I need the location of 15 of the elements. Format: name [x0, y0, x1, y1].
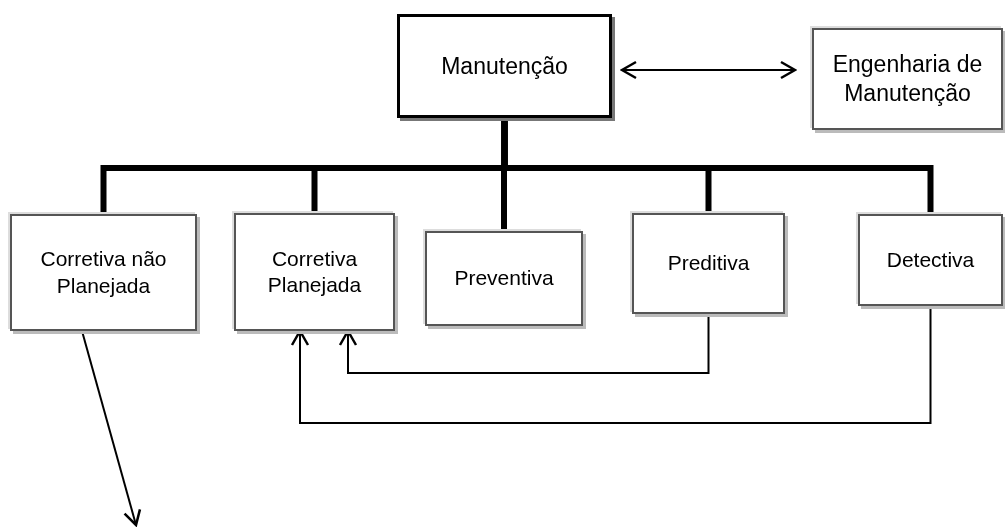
process-box [10, 214, 197, 331]
process-box [425, 231, 583, 326]
box-label: Preditiva [667, 250, 750, 277]
process-box [397, 14, 612, 118]
process-box [632, 213, 785, 314]
box-label: Detectiva [886, 246, 975, 273]
box-label: Corretiva não Planejada [39, 246, 168, 299]
box-label: Engenharia de Manutenção [831, 50, 984, 108]
process-box [812, 28, 1003, 130]
box-label: Preventiva [454, 265, 554, 292]
process-box [234, 213, 395, 331]
box-label: Corretiva Planejada [266, 245, 363, 298]
arrow [620, 60, 797, 80]
box-label: Manutenção [441, 51, 568, 81]
process-box [858, 214, 1003, 306]
